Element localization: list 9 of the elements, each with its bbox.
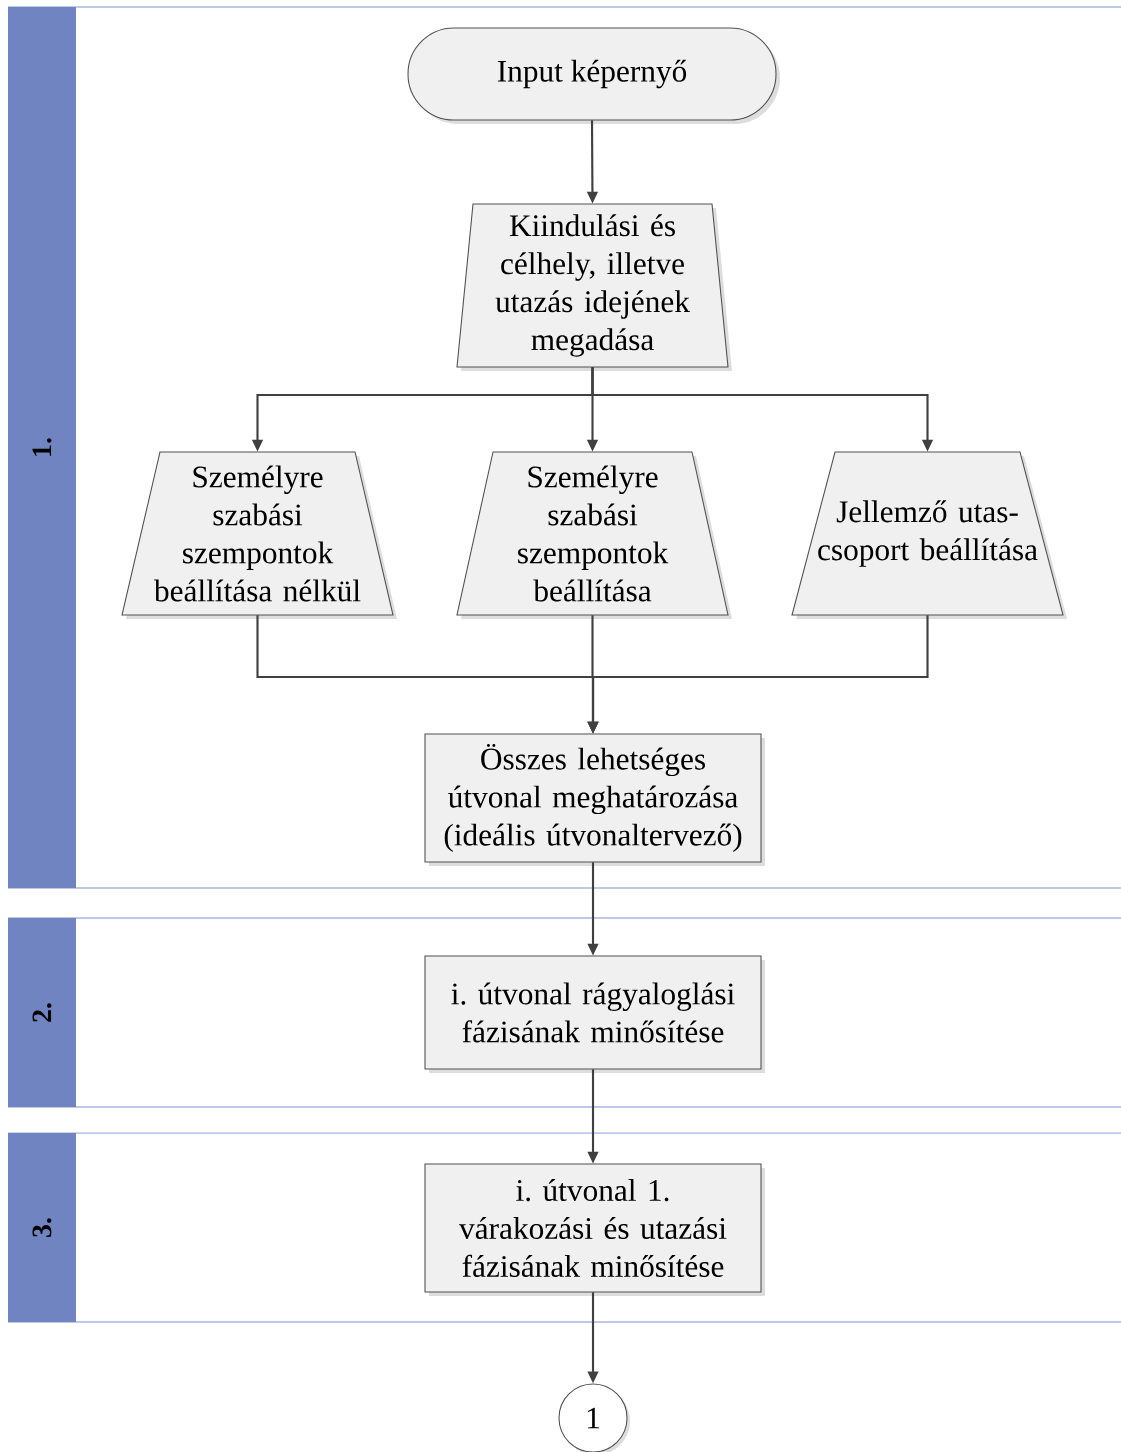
input-trapezium: Személyre szabási szempontok beállítása nélkül [121,451,397,619]
input-trapezium: Személyre szabási szempontok beállítása [456,451,732,619]
node-label: 1 [587,1407,599,1429]
input-trapezium: Kiindulási és célhely, illetve utazás idejének megadása [456,203,732,371]
process-box: Összes lehetséges útvonal meghatározása (ideális útvonaltervező) [424,733,765,866]
process-box: i. útvonal rágyaloglási fázisának minősítése [424,955,765,1073]
terminator-box: Input képernyő [407,27,780,124]
input-trapezium: Jellemző utas-csoport beállítása [791,451,1067,619]
process-box: i. útvonal 1. várakozási és utazási fázisának minősítése [424,1163,765,1296]
